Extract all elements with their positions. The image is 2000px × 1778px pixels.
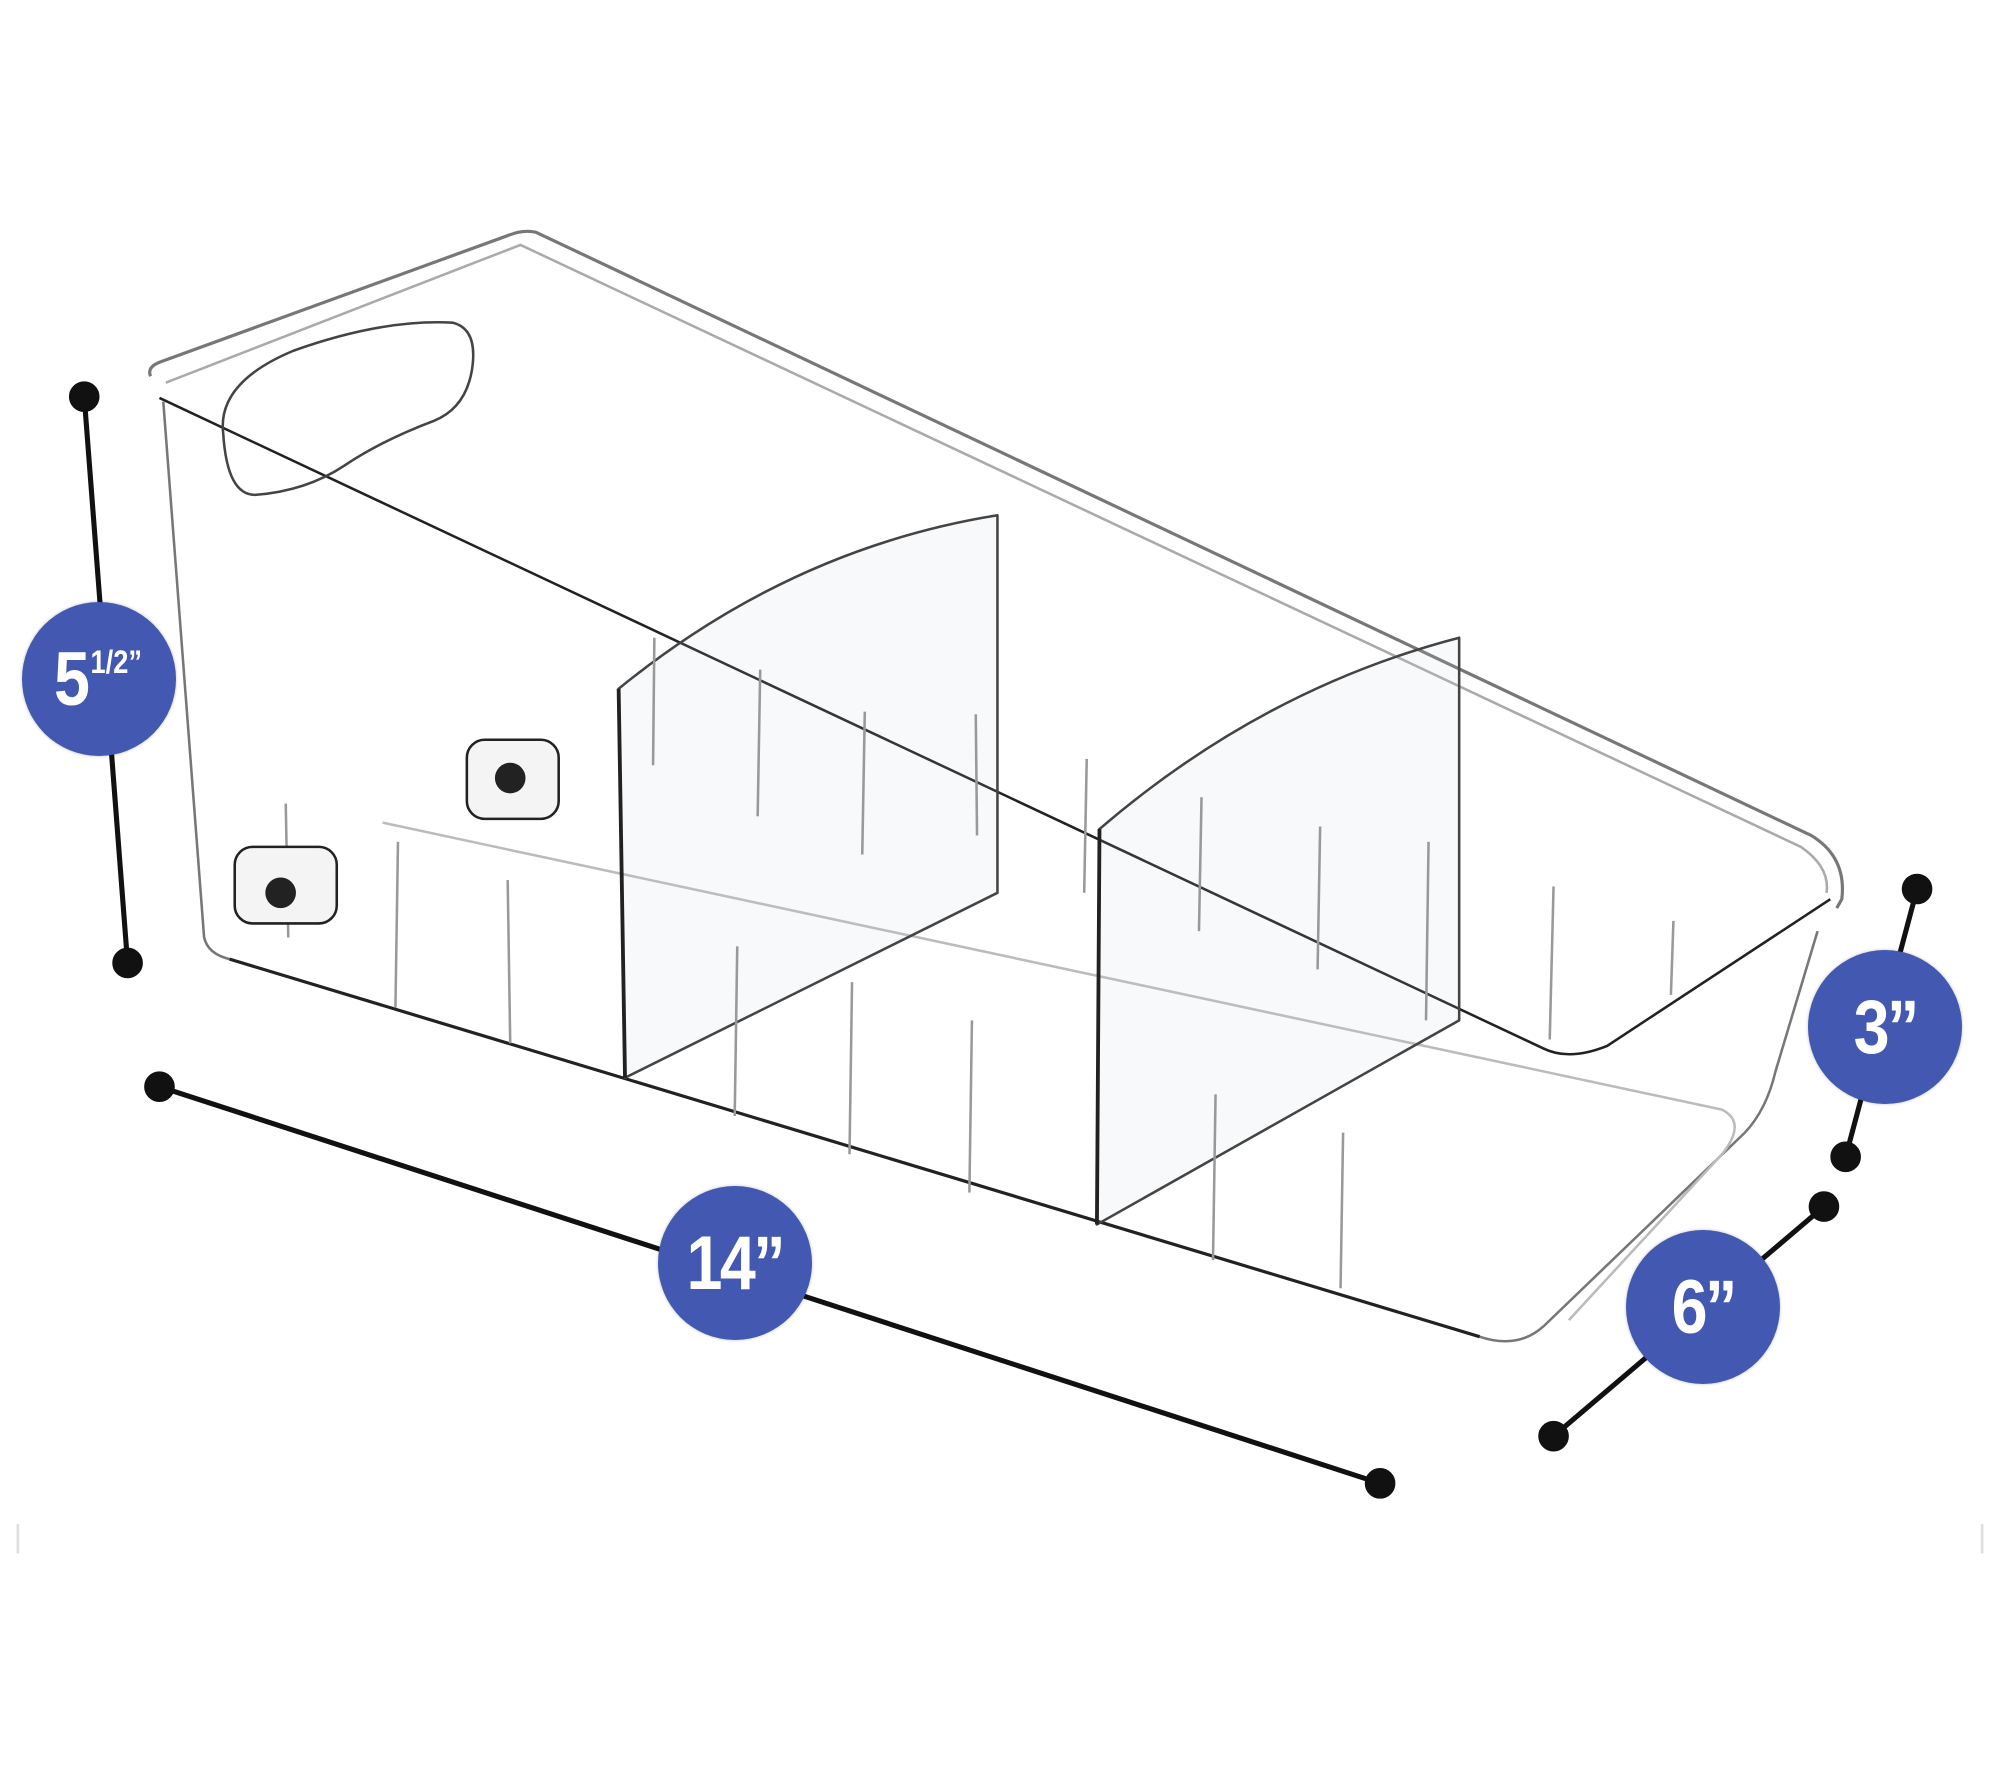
bin-outline [148,229,1845,1343]
height-fraction: 1/2” [90,644,143,680]
height-badge: 5 1/2” [22,602,176,756]
width-badge: 6” [1626,1230,1780,1384]
height-whole: 5 [54,636,90,722]
length-value: 14” [686,1220,786,1306]
length-badge: 14” [658,1186,812,1340]
front-height-badge: 3” [1808,950,1962,1104]
front-height-value: 3” [1853,984,1919,1070]
width-value: 6” [1671,1264,1737,1350]
